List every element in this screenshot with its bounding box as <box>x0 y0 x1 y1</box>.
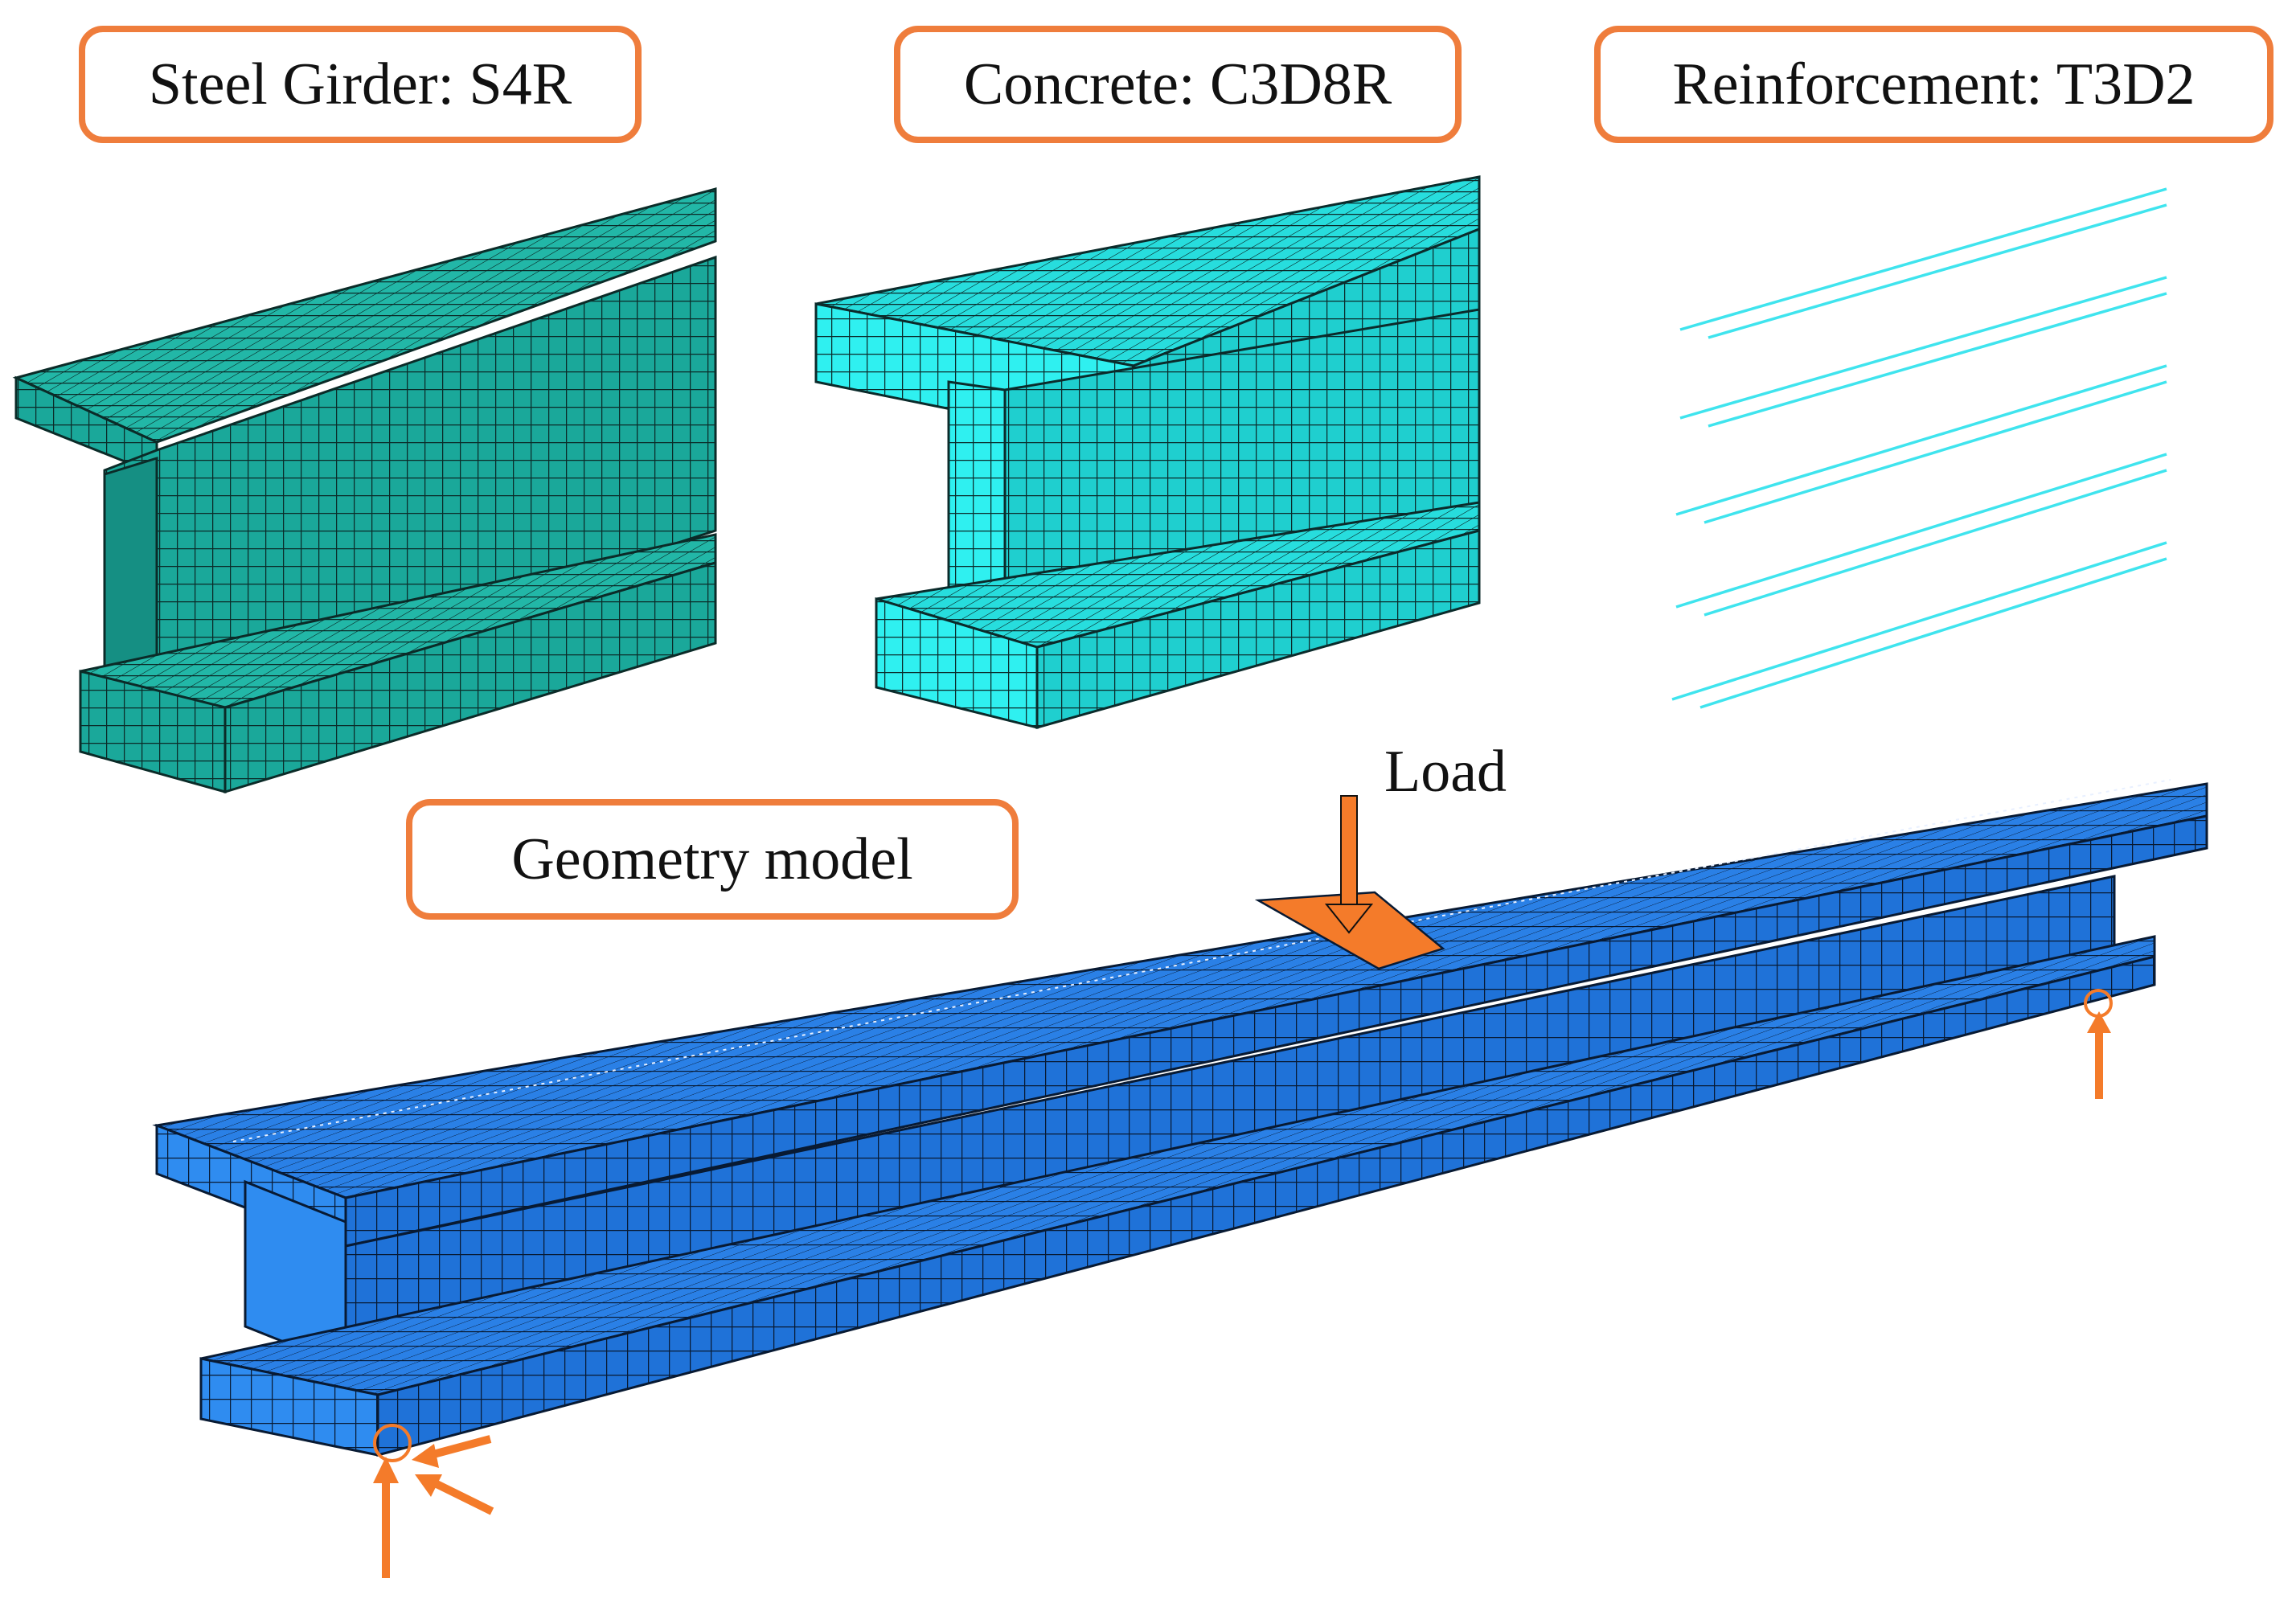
load-marker <box>1254 795 1445 970</box>
beam-centerline <box>232 779 2171 1142</box>
concrete-label: Concrete: C3D8R <box>894 26 1462 143</box>
steel-girder-label: Steel Girder: S4R <box>79 26 642 143</box>
rebar-line <box>1708 292 2167 428</box>
support-symbol <box>373 1424 412 1462</box>
up-arrow-icon <box>2087 1011 2111 1099</box>
rebar-line <box>1671 541 2167 701</box>
up-arrow-icon <box>373 1457 399 1578</box>
rebar-line <box>1675 364 2167 516</box>
reinforcement-label: Reinforcement: T3D2 <box>1594 26 2273 143</box>
rebar-line <box>1704 380 2167 524</box>
load-label: Load <box>1384 739 1507 805</box>
right-support <box>2084 989 2113 1099</box>
steel-girder-mesh <box>12 187 717 794</box>
concrete-bottom-flange-side <box>1035 529 1481 729</box>
geometry-model-beam <box>152 779 2208 1457</box>
concrete-mesh <box>814 175 1481 729</box>
down-arrow-icon <box>1324 795 1374 934</box>
left-support <box>373 1424 494 1578</box>
diagonal-arrow-icon <box>412 1435 492 1468</box>
rebar-line <box>1699 557 2167 709</box>
rebar-line <box>1704 469 2167 617</box>
rebar-line <box>1679 187 2167 331</box>
steel-bottom-flange-side <box>223 560 717 794</box>
geometry-model-label: Geometry model <box>406 799 1019 920</box>
reinforcement-bars <box>1671 187 2167 709</box>
rebar-line <box>1708 203 2167 339</box>
rebar-line <box>1679 276 2167 420</box>
diagonal-arrow-icon <box>415 1474 494 1515</box>
rebar-line <box>1675 453 2167 609</box>
